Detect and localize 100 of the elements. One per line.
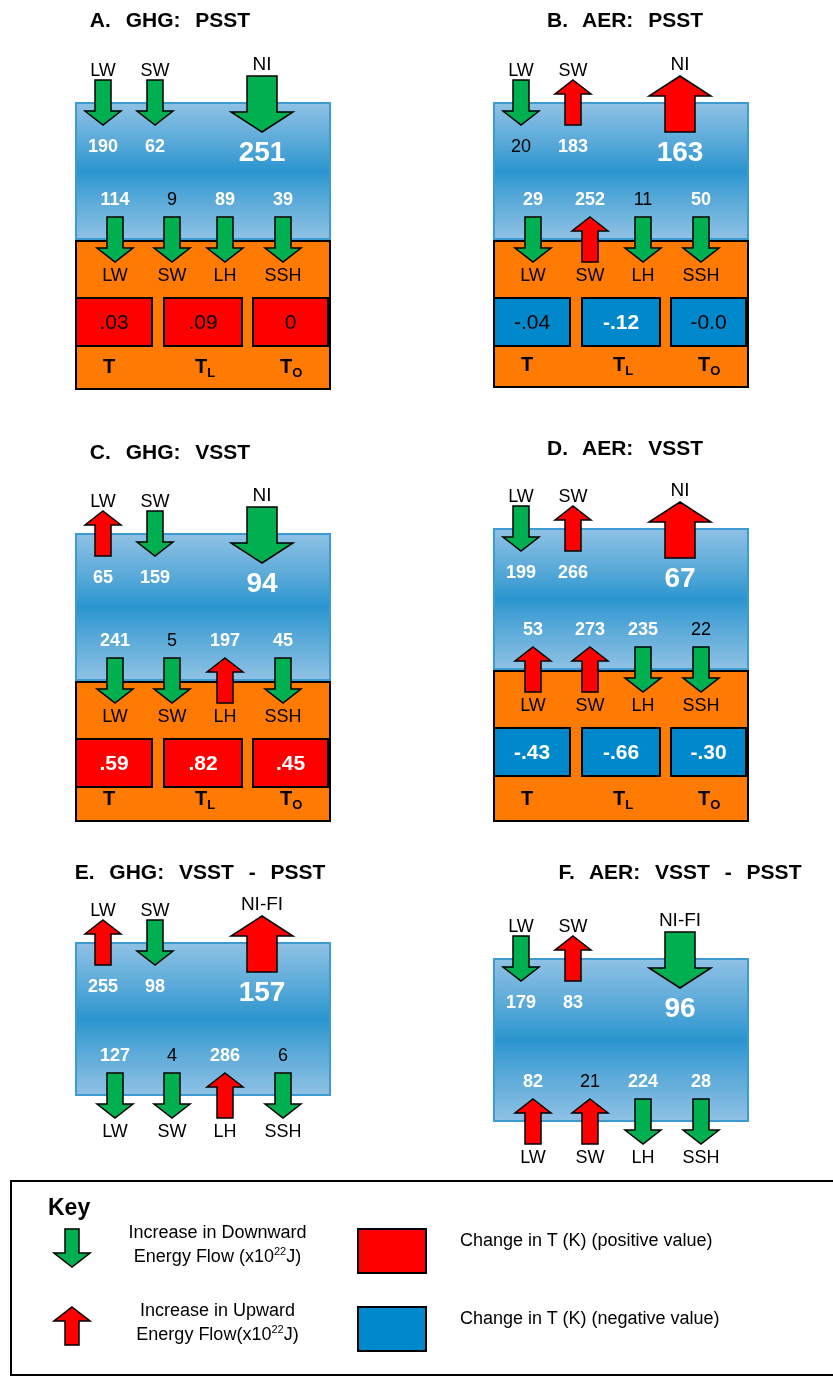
flux-label: SW — [558, 487, 588, 505]
flux-value: 241 — [100, 631, 130, 649]
temperature-change-box: .59 — [75, 738, 153, 788]
flux-label: NI — [252, 54, 272, 73]
legend-text: Change in T (K) (negative value) — [460, 1307, 721, 1330]
flux-label: LW — [90, 61, 116, 79]
temperature-change-box: -.66 — [581, 727, 661, 777]
flux-value: 22 — [691, 620, 711, 638]
flux-value: 251 — [238, 138, 286, 166]
flux-value: 286 — [210, 1046, 240, 1064]
flux-label: LH — [213, 707, 237, 725]
temperature-change-box: .82 — [163, 738, 243, 788]
flux-label: SSH — [682, 266, 720, 284]
panel-title: A. GHG: PSST — [89, 8, 251, 32]
flux-label: SSH — [682, 696, 720, 714]
temperature-label: T — [103, 788, 116, 808]
flux-label: NI-FI — [658, 910, 702, 929]
temperature-change-box: -.12 — [581, 297, 661, 347]
flux-label: NI — [670, 54, 690, 73]
temperature-label: T$_{L}$ — [195, 356, 216, 379]
flux-value: 29 — [523, 190, 543, 208]
flux-label: SW — [140, 61, 170, 79]
flux-value: 20 — [511, 137, 531, 155]
temperature-label: T$_{O}$ — [280, 356, 303, 379]
flux-value: 11 — [633, 190, 653, 208]
flux-label: SW — [157, 266, 187, 284]
flux-value: 266 — [558, 563, 588, 581]
flux-label: LH — [631, 1148, 655, 1166]
atmosphere-box — [493, 528, 749, 670]
flux-label: LW — [520, 266, 546, 284]
atmosphere-box — [493, 102, 749, 240]
temperature-label: T$_{L}$ — [613, 788, 634, 811]
flux-value: 53 — [523, 620, 543, 638]
flux-value: 21 — [580, 1072, 600, 1090]
flux-label: LW — [508, 917, 534, 935]
flux-value: 183 — [558, 137, 588, 155]
flux-label: LW — [102, 707, 128, 725]
flux-value: 255 — [88, 977, 118, 995]
temperature-label: T — [103, 356, 116, 376]
flux-label: SW — [575, 1148, 605, 1166]
flux-label: SW — [575, 266, 605, 284]
flux-label: SW — [558, 917, 588, 935]
temperature-change-box: -.04 — [493, 297, 571, 347]
flux-label: NI-FI — [240, 894, 284, 913]
flux-value: 224 — [628, 1072, 658, 1090]
flux-value: 45 — [273, 631, 293, 649]
flux-label: SW — [157, 1122, 187, 1140]
flux-label: SW — [157, 707, 187, 725]
flux-label: NI — [670, 480, 690, 499]
flux-value: 199 — [506, 563, 536, 581]
flux-value: 163 — [656, 138, 704, 166]
flux-value: 94 — [246, 569, 278, 597]
flux-label: SW — [140, 901, 170, 919]
flux-label: LH — [213, 266, 237, 284]
atmosphere-box — [75, 942, 331, 1096]
panel-title: D. AER: VSST — [546, 436, 704, 460]
temperature-label: T$_{L}$ — [613, 354, 634, 377]
flux-value: 159 — [140, 568, 170, 586]
legend-text: Increase in Downward Energy Flow (x10$^{22}$J) — [127, 1221, 308, 1269]
flux-label: SSH — [682, 1148, 720, 1166]
flux-label: SW — [575, 696, 605, 714]
flux-label: SW — [558, 61, 588, 79]
flux-value: 89 — [215, 190, 235, 208]
flux-label: LW — [520, 1148, 546, 1166]
panel-title: E. GHG: VSST - PSST — [74, 860, 326, 884]
temperature-change-box: -.43 — [493, 727, 571, 777]
flux-value: 39 — [273, 190, 293, 208]
flux-value: 65 — [93, 568, 113, 586]
flux-label: LW — [102, 266, 128, 284]
flux-label: LW — [90, 901, 116, 919]
flux-label: SW — [140, 492, 170, 510]
surface-box — [75, 681, 331, 822]
flux-value: 96 — [664, 994, 696, 1022]
surface-box — [493, 670, 749, 822]
flux-label: LW — [90, 492, 116, 510]
temperature-label: T$_{O}$ — [698, 354, 721, 377]
flux-value: 179 — [506, 993, 536, 1011]
key-title: Key — [48, 1194, 91, 1221]
flux-label: LW — [508, 61, 534, 79]
surface-box — [75, 240, 331, 390]
flux-value: 6 — [278, 1046, 288, 1064]
panel-title: C. GHG: VSST — [89, 440, 251, 464]
temperature-label: T$_{O}$ — [280, 788, 303, 811]
flux-label: SSH — [264, 707, 302, 725]
flux-value: 82 — [523, 1072, 543, 1090]
flux-value: 98 — [145, 977, 165, 995]
temperature-label: T$_{O}$ — [698, 788, 721, 811]
flux-value: 114 — [100, 190, 130, 208]
atmosphere-box — [75, 533, 331, 681]
flux-label: LW — [102, 1122, 128, 1140]
flux-value: 235 — [628, 620, 658, 638]
flux-label: LH — [213, 1122, 237, 1140]
flux-value: 62 — [145, 137, 165, 155]
legend-text: Increase in Upward Energy Flow(x10$^{22}$J) — [135, 1299, 300, 1347]
flux-value: 83 — [563, 993, 583, 1011]
flux-value: 4 — [167, 1046, 177, 1064]
flux-value: 273 — [575, 620, 605, 638]
flux-value: 127 — [100, 1046, 130, 1064]
temperature-change-box: .03 — [75, 297, 153, 347]
panel-title: F. AER: VSST - PSST — [558, 860, 802, 884]
